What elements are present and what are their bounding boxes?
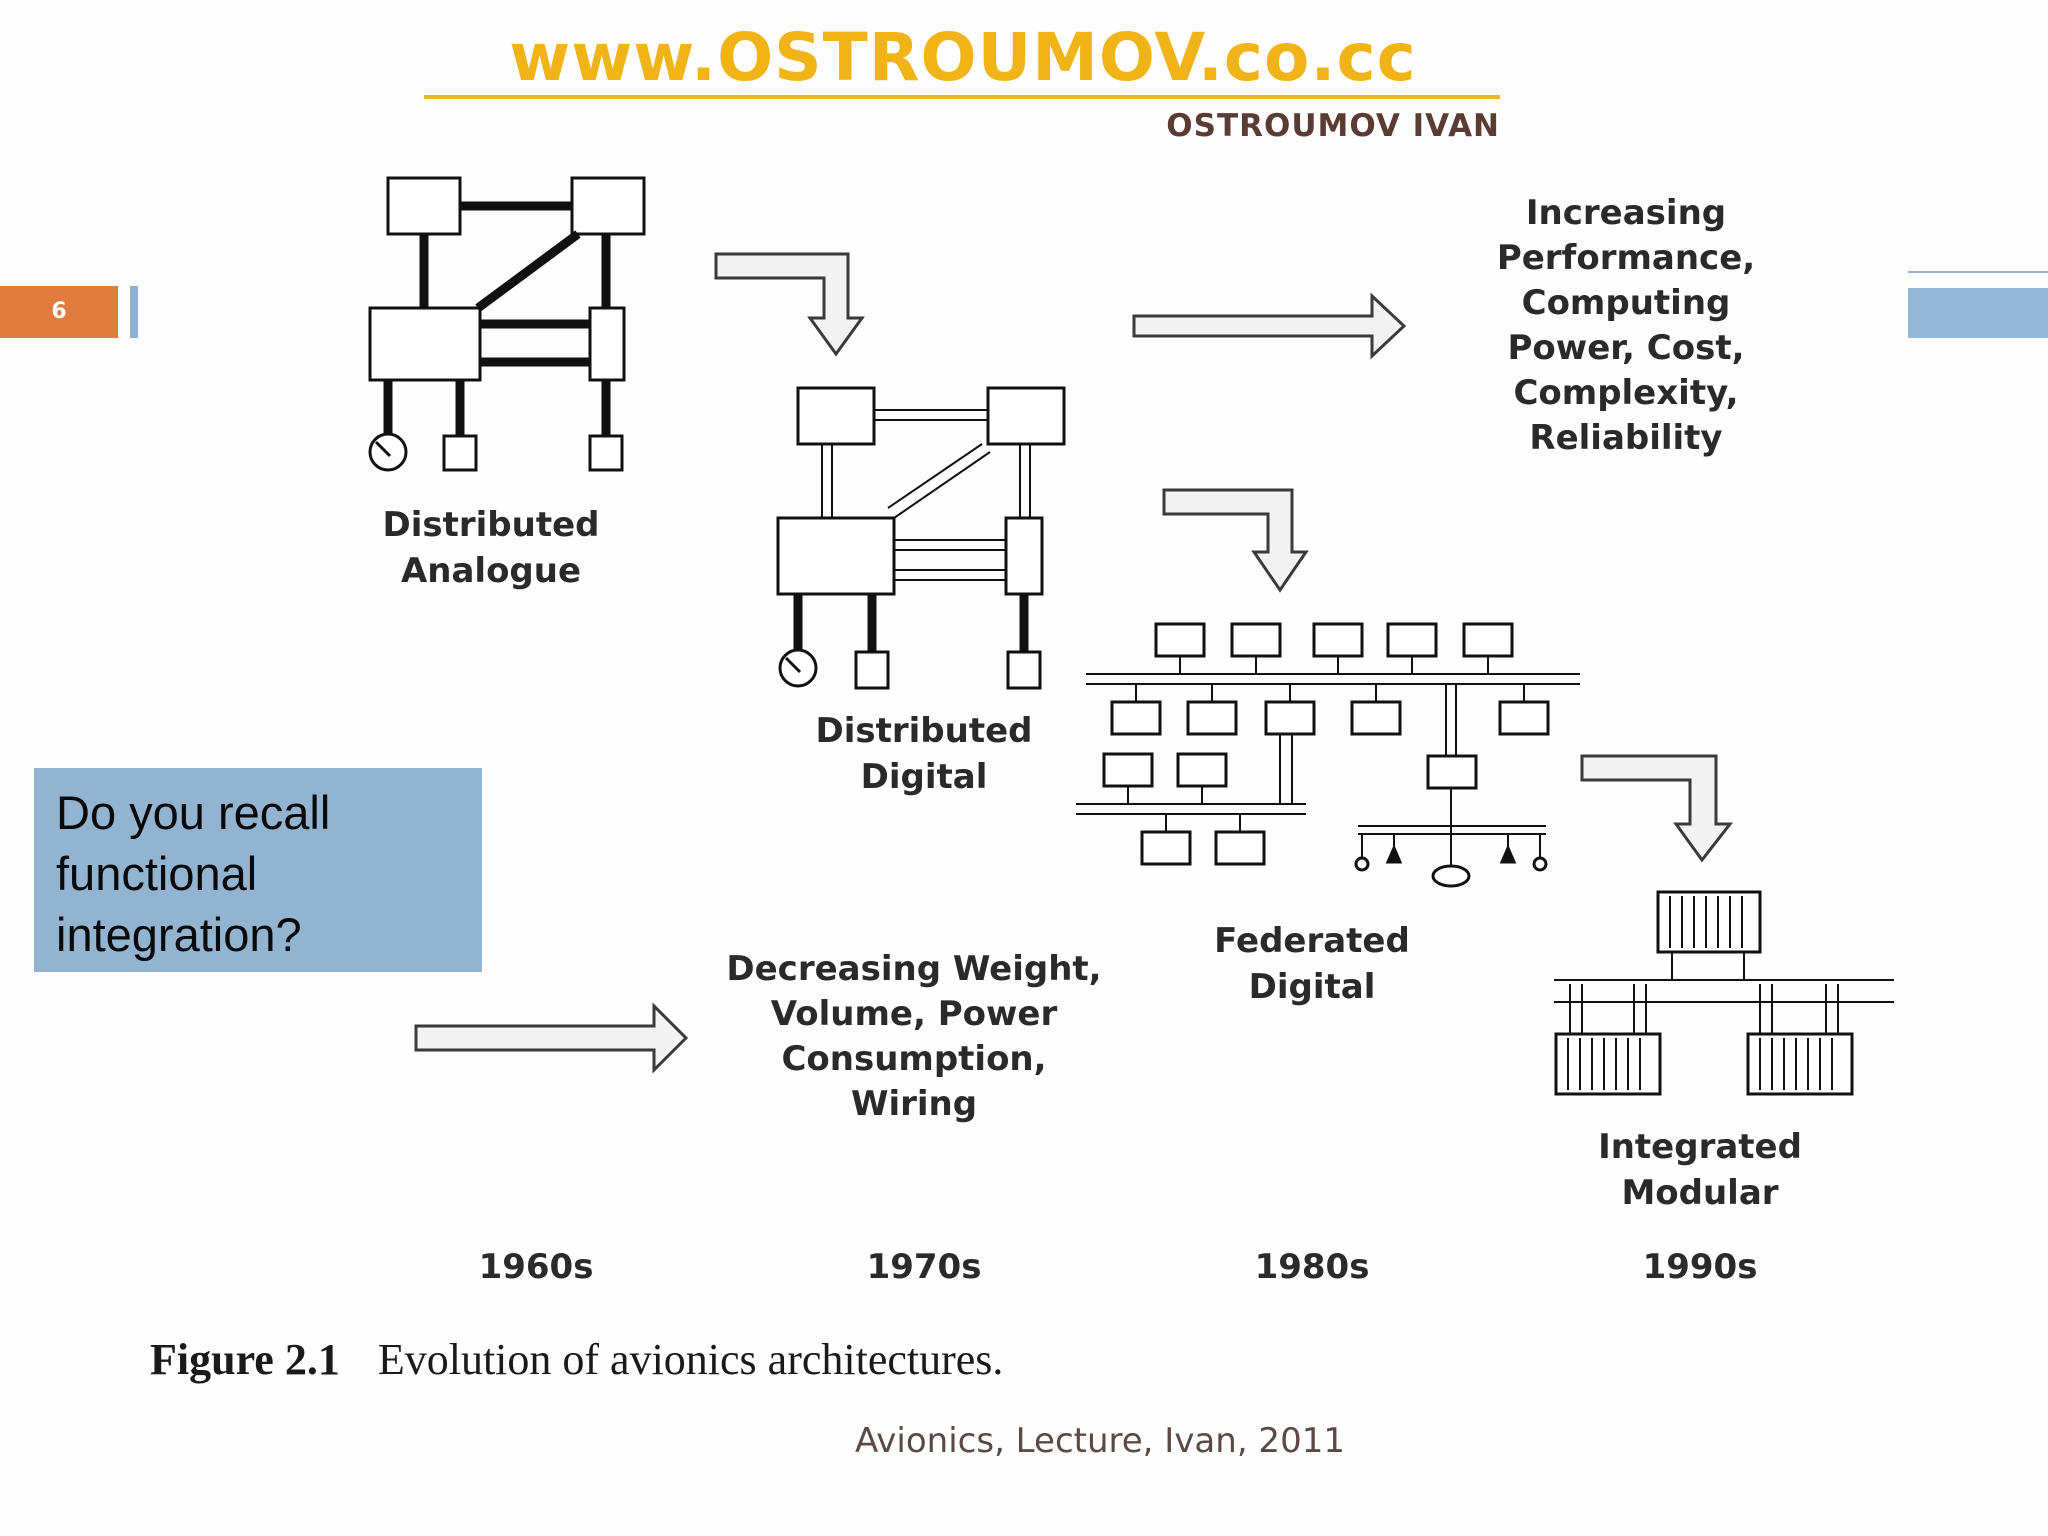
decreasing-text-line2: Volume, Power bbox=[771, 994, 1058, 1034]
decreasing-text-line3: Consumption, bbox=[781, 1039, 1046, 1079]
stage-label-integrated-modular-line1: Integrated bbox=[1598, 1127, 1802, 1167]
title-underline bbox=[424, 95, 1500, 99]
author-name: OSTROUMOV IVAN bbox=[1166, 108, 1500, 144]
stage-label-distributed-digital-line1: Distributed bbox=[816, 711, 1033, 751]
stage-label-federated-digital-line2: Digital bbox=[1249, 967, 1376, 1007]
decreasing-arrow bbox=[414, 1002, 689, 1074]
integrated-modular-schematic bbox=[1554, 890, 1894, 1096]
bend-arrow-1 bbox=[714, 252, 865, 357]
stage-label-distributed-digital-line2: Digital bbox=[861, 757, 988, 797]
increasing-arrow bbox=[1132, 292, 1407, 360]
left-accent-bar bbox=[130, 286, 138, 338]
decade-label-1980s: 1980s bbox=[1255, 1247, 1370, 1287]
increasing-text-line2: Performance, bbox=[1497, 238, 1755, 278]
stage-label-distributed-analogue-line1: Distributed bbox=[383, 505, 600, 545]
right-accent-line bbox=[1908, 271, 2048, 273]
increasing-text-line1: Increasing bbox=[1526, 193, 1726, 233]
decade-label-1960s: 1960s bbox=[479, 1247, 594, 1287]
decreasing-text-line1: Decreasing Weight, bbox=[726, 949, 1101, 989]
question-text: Do you recall functional integration? bbox=[56, 786, 331, 961]
distributed-analogue-schematic bbox=[368, 176, 646, 472]
question-callout: Do you recall functional integration? bbox=[34, 768, 482, 972]
slide-number: 6 bbox=[0, 286, 118, 338]
figure-caption-label: Figure 2.1 bbox=[150, 1335, 340, 1384]
decreasing-text-line4: Wiring bbox=[851, 1084, 977, 1124]
bend-arrow-2 bbox=[1162, 488, 1309, 593]
figure-caption: Figure 2.1 Evolution of avionics architec… bbox=[150, 1330, 1450, 1390]
increasing-text-line5: Complexity, bbox=[1513, 373, 1738, 413]
decade-label-1990s: 1990s bbox=[1643, 1247, 1758, 1287]
right-accent-band bbox=[1908, 288, 2048, 338]
bend-arrow-3 bbox=[1580, 754, 1734, 863]
figure-caption-text: Evolution of avionics architectures. bbox=[377, 1335, 1004, 1384]
stage-label-distributed-analogue-line2: Analogue bbox=[401, 551, 581, 591]
distributed-digital-schematic bbox=[776, 386, 1066, 690]
increasing-text-line6: Reliability bbox=[1529, 418, 1722, 458]
site-title[interactable]: www.OSTROUMOV.co.cc bbox=[509, 19, 1417, 96]
stage-label-federated-digital-line1: Federated bbox=[1214, 921, 1410, 961]
increasing-text-line4: Power, Cost, bbox=[1508, 328, 1745, 368]
federated-digital-schematic bbox=[1076, 622, 1580, 888]
stage-label-integrated-modular-line2: Modular bbox=[1621, 1173, 1778, 1213]
slide-footer: Avionics, Lecture, Ivan, 2011 bbox=[855, 1421, 1345, 1461]
increasing-text-line3: Computing bbox=[1522, 283, 1731, 323]
decade-label-1970s: 1970s bbox=[867, 1247, 982, 1287]
